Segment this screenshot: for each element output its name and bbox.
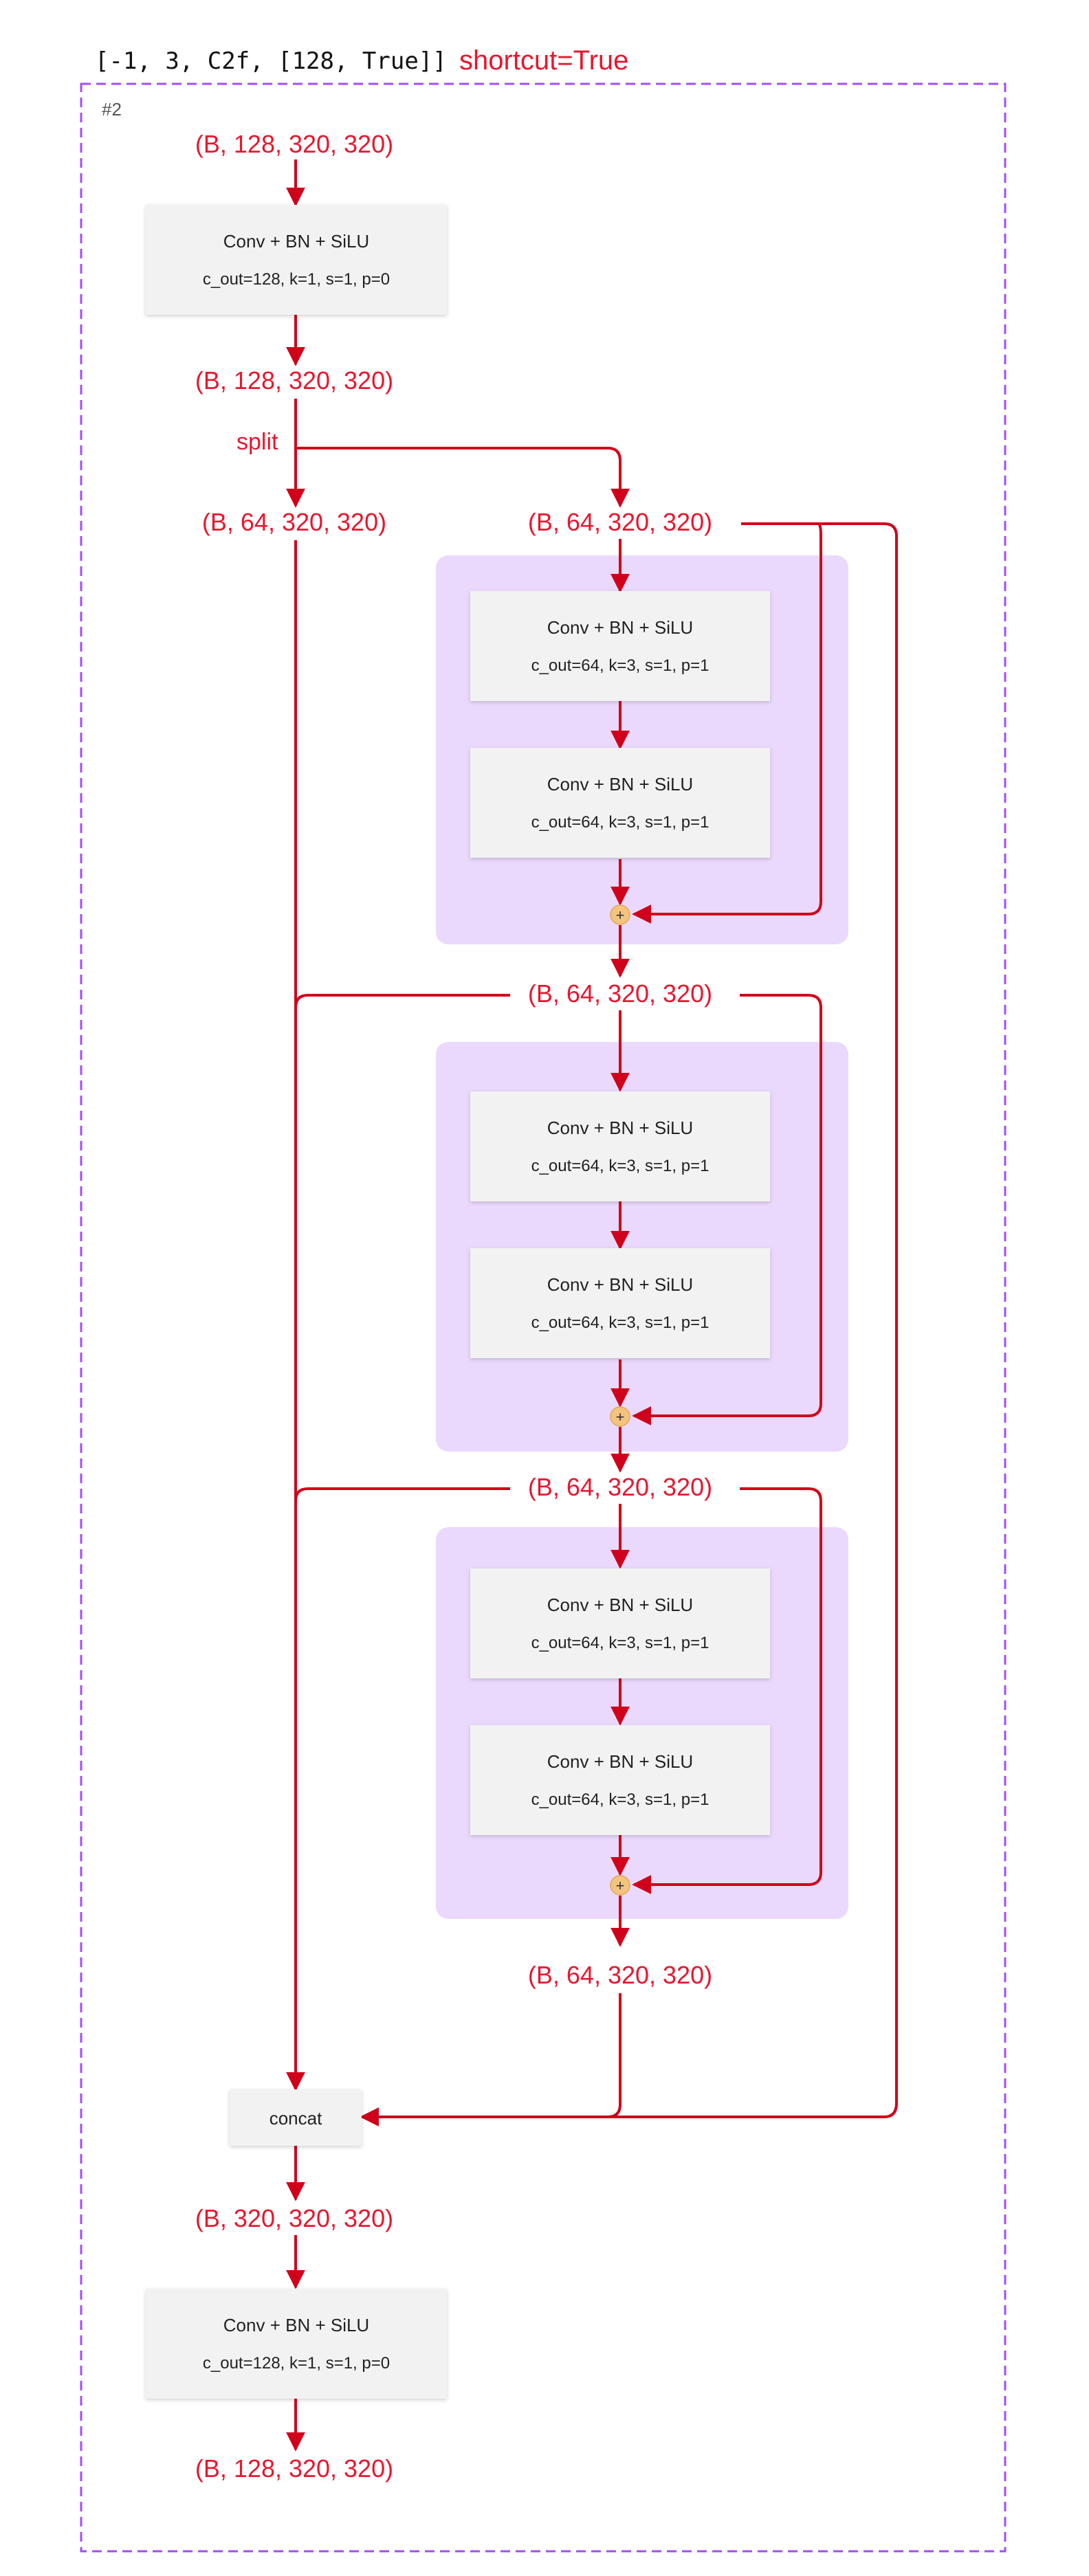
conv-box-title: Conv + BN + SiLU <box>547 774 693 795</box>
conv-box-cv2: Conv + BN + SiLU c_out=128, k=1, s=1, p=… <box>146 2289 447 2399</box>
conv-box-title: Conv + BN + SiLU <box>547 1751 693 1772</box>
conv-box-b2b: Conv + BN + SiLU c_out=64, k=3, s=1, p=1 <box>470 1248 770 1358</box>
add-symbol: + <box>616 1408 625 1425</box>
conv-box-params: c_out=64, k=3, s=1, p=1 <box>531 1634 710 1652</box>
conv-box-title: Conv + BN + SiLU <box>547 1274 693 1295</box>
conv-box-b3a: Conv + BN + SiLU c_out=64, k=3, s=1, p=1 <box>470 1568 770 1678</box>
conv-box-params: c_out=64, k=3, s=1, p=1 <box>531 1313 710 1332</box>
conv-box-params: c_out=64, k=3, s=1, p=1 <box>531 1790 710 1809</box>
conv-box-b3b: Conv + BN + SiLU c_out=64, k=3, s=1, p=1 <box>470 1725 770 1835</box>
add-symbol: + <box>616 907 625 924</box>
conv-box-params: c_out=64, k=3, s=1, p=1 <box>531 1157 710 1175</box>
shape-label-m3: (B, 64, 320, 320) <box>528 1961 712 1989</box>
c2f-block-frame <box>80 82 1006 2553</box>
add-node-1: + <box>610 904 630 925</box>
conv-box-b2a: Conv + BN + SiLU c_out=64, k=3, s=1, p=1 <box>470 1091 770 1201</box>
shortcut-note: shortcut=True <box>459 45 628 76</box>
conv-box-cv1: Conv + BN + SiLU c_out=128, k=1, s=1, p=… <box>146 205 447 315</box>
block-index: #2 <box>102 99 122 120</box>
conv-box-params: c_out=128, k=1, s=1, p=0 <box>203 2354 390 2373</box>
conv-box-title: Conv + BN + SiLU <box>223 2315 369 2335</box>
add-symbol: + <box>616 1877 625 1894</box>
shape-label-split-b: (B, 64, 320, 320) <box>528 508 712 536</box>
conv-box-title: Conv + BN + SiLU <box>547 1118 693 1138</box>
add-node-2: + <box>610 1406 630 1427</box>
conv-box-title: Conv + BN + SiLU <box>547 617 693 638</box>
connectors <box>286 159 898 2452</box>
shape-label-concat: (B, 320, 320, 320) <box>195 2204 393 2232</box>
concat-label: concat <box>270 2108 322 2129</box>
shape-label-m2: (B, 64, 320, 320) <box>528 1473 712 1501</box>
layer-spec: [-1, 3, C2f, [128, True]] <box>95 47 447 75</box>
conv-box-b1a: Conv + BN + SiLU c_out=64, k=3, s=1, p=1 <box>470 591 770 701</box>
shape-label-split-a: (B, 64, 320, 320) <box>202 508 386 536</box>
conv-box-params: c_out=64, k=3, s=1, p=1 <box>531 813 710 832</box>
shape-label-output: (B, 128, 320, 320) <box>195 2454 393 2483</box>
shape-label-m1: (B, 64, 320, 320) <box>528 979 712 1008</box>
conv-box-title: Conv + BN + SiLU <box>223 231 369 252</box>
concat-box: concat <box>230 2089 362 2146</box>
conv-box-b1b: Conv + BN + SiLU c_out=64, k=3, s=1, p=1 <box>470 748 770 858</box>
add-node-3: + <box>610 1875 630 1896</box>
conv-box-title: Conv + BN + SiLU <box>547 1595 693 1615</box>
shape-label-cv1: (B, 128, 320, 320) <box>195 366 393 395</box>
conv-box-params: c_out=64, k=3, s=1, p=1 <box>531 656 710 675</box>
shape-label-input: (B, 128, 320, 320) <box>195 130 393 158</box>
split-label: split <box>236 429 278 455</box>
conv-box-params: c_out=128, k=1, s=1, p=0 <box>203 270 390 289</box>
